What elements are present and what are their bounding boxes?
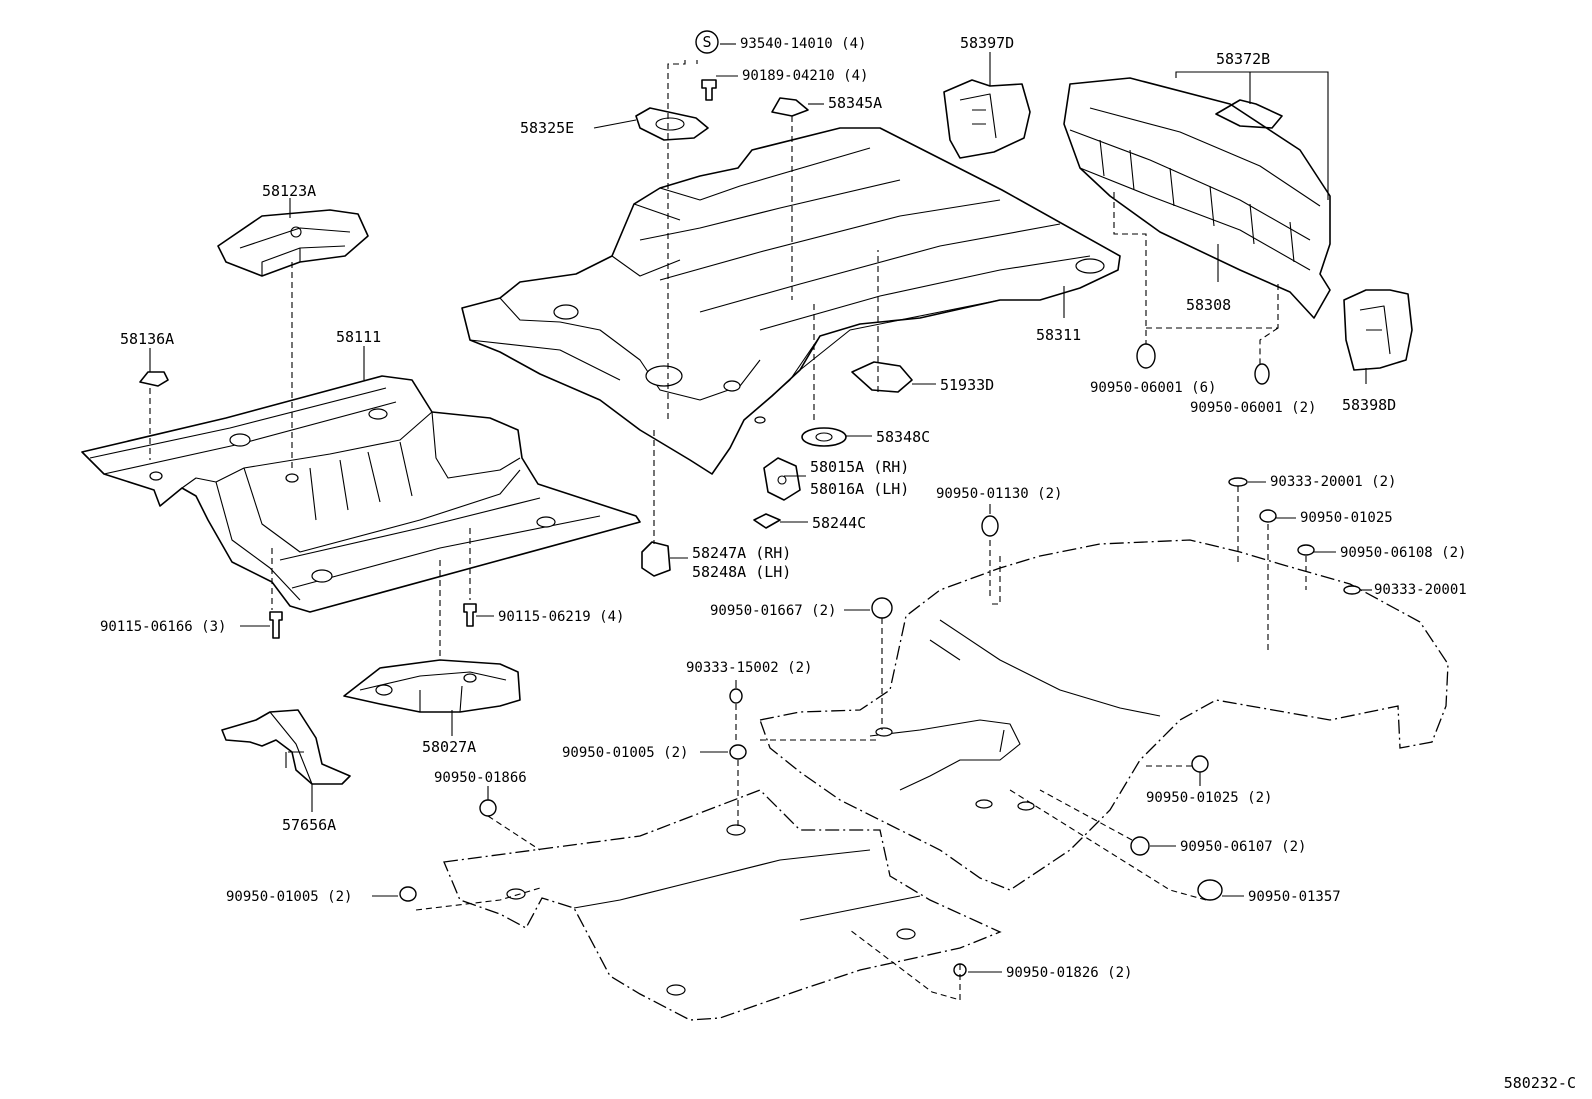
label-90115-06219: 90115-06219 (4) <box>498 609 624 625</box>
label-58123a: 58123A <box>262 182 316 200</box>
plug-90950-01005-b <box>399 886 417 902</box>
plug-90950-01130 <box>981 515 999 537</box>
part-51933d-bracket <box>851 361 913 393</box>
part-58247a-58248a <box>641 541 671 577</box>
label-58136a: 58136A <box>120 330 174 348</box>
label-90950-01025: 90950-01025 <box>1300 510 1393 526</box>
label-90950-01667: 90950-01667 (2) <box>710 603 836 619</box>
bolt-90115-06166 <box>269 611 283 639</box>
label-90950-06001-6: 90950-06001 (6) <box>1090 380 1216 396</box>
label-90950-01826: 90950-01826 (2) <box>1006 965 1132 981</box>
plug-90950-01025 <box>1259 509 1277 523</box>
plug-90333-20001 <box>1343 585 1361 595</box>
label-90950-01005-b: 90950-01005 (2) <box>226 889 352 905</box>
plug-90950-01005-a <box>729 744 747 760</box>
label-90950-01130: 90950-01130 (2) <box>936 486 1062 502</box>
label-90950-01005-a: 90950-01005 (2) <box>562 745 688 761</box>
part-58397d-bracket <box>943 79 1031 159</box>
label-58244c: 58244C <box>812 514 866 532</box>
label-57656a: 57656A <box>282 816 336 834</box>
label-58015a: 58015A (RH) <box>810 458 909 476</box>
s-mark: S <box>702 33 711 51</box>
label-93540-14010: 93540-14010 (4) <box>740 36 866 52</box>
part-58015a-58016a <box>763 457 801 501</box>
plug-90950-01357 <box>1197 879 1223 901</box>
label-58348c: 58348C <box>876 428 930 446</box>
label-58397d: 58397D <box>960 34 1014 52</box>
label-58345a: 58345A <box>828 94 882 112</box>
label-90333-15002: 90333-15002 (2) <box>686 660 812 676</box>
plug-90333-20001-2 <box>1228 477 1248 487</box>
plug-90950-01667 <box>871 597 893 619</box>
plug-90950-06107 <box>1130 836 1150 856</box>
part-58325e-plate <box>635 107 709 141</box>
label-90950-01866: 90950-01866 <box>434 770 527 786</box>
part-58136a-clip <box>139 371 169 387</box>
label-51933d: 51933D <box>940 376 994 394</box>
part-58398d-bracket <box>1343 289 1413 371</box>
part-front-floor-silencer <box>443 789 1002 1021</box>
part-58311-rear-floor-pan <box>461 127 1121 475</box>
label-58398d: 58398D <box>1342 396 1396 414</box>
label-58372b: 58372B <box>1216 50 1270 68</box>
plug-90950-06108 <box>1297 544 1315 556</box>
label-58325e: 58325E <box>520 119 574 137</box>
label-58248a: 58248A (LH) <box>692 563 791 581</box>
label-58016a: 58016A (LH) <box>810 480 909 498</box>
part-rear-floor-silencer <box>759 539 1449 891</box>
s-mark-circle <box>695 30 719 54</box>
part-58123a-bracket <box>217 209 369 277</box>
label-58027a: 58027A <box>422 738 476 756</box>
label-90189-04210: 90189-04210 (4) <box>742 68 868 84</box>
plug-90950-06001-6 <box>1136 343 1156 369</box>
bolt-90189-04210 <box>701 79 717 101</box>
part-58111-front-floor-pan <box>81 375 641 613</box>
part-58244c <box>753 513 781 529</box>
label-58247a: 58247A (RH) <box>692 544 791 562</box>
label-90950-06107: 90950-06107 (2) <box>1180 839 1306 855</box>
plug-90950-01025-2 <box>1191 755 1209 773</box>
part-58345a-bracket <box>771 97 809 117</box>
label-90333-20001: 90333-20001 <box>1374 582 1467 598</box>
label-58111: 58111 <box>336 328 381 346</box>
diagram-id: 580232-C <box>1504 1074 1576 1092</box>
label-90115-06166: 90115-06166 (3) <box>100 619 226 635</box>
bolt-90115-06219 <box>463 603 477 627</box>
label-90950-01357: 90950-01357 <box>1248 889 1341 905</box>
plug-90950-01866 <box>479 799 497 817</box>
label-90333-20001-2: 90333-20001 (2) <box>1270 474 1396 490</box>
assembly-lines <box>149 60 1307 1001</box>
label-58308: 58308 <box>1186 296 1231 314</box>
part-58348c <box>801 427 847 447</box>
leader-lines <box>149 43 1372 973</box>
plug-90950-06001-2 <box>1254 363 1270 385</box>
label-58311: 58311 <box>1036 326 1081 344</box>
label-90950-06108: 90950-06108 (2) <box>1340 545 1466 561</box>
label-90950-06001-2: 90950-06001 (2) <box>1190 400 1316 416</box>
callout-labels: S 93540-14010 (4) 90189-04210 (4) 58345A… <box>100 30 1576 1092</box>
label-90950-01025-2: 90950-01025 (2) <box>1146 790 1272 806</box>
part-58372b-bracket <box>1215 99 1283 129</box>
part-58308-cross-member <box>1063 77 1331 319</box>
plug-90333-15002 <box>729 688 743 704</box>
part-57656a-bracket <box>221 709 351 785</box>
part-58027a-bracket <box>343 659 521 713</box>
